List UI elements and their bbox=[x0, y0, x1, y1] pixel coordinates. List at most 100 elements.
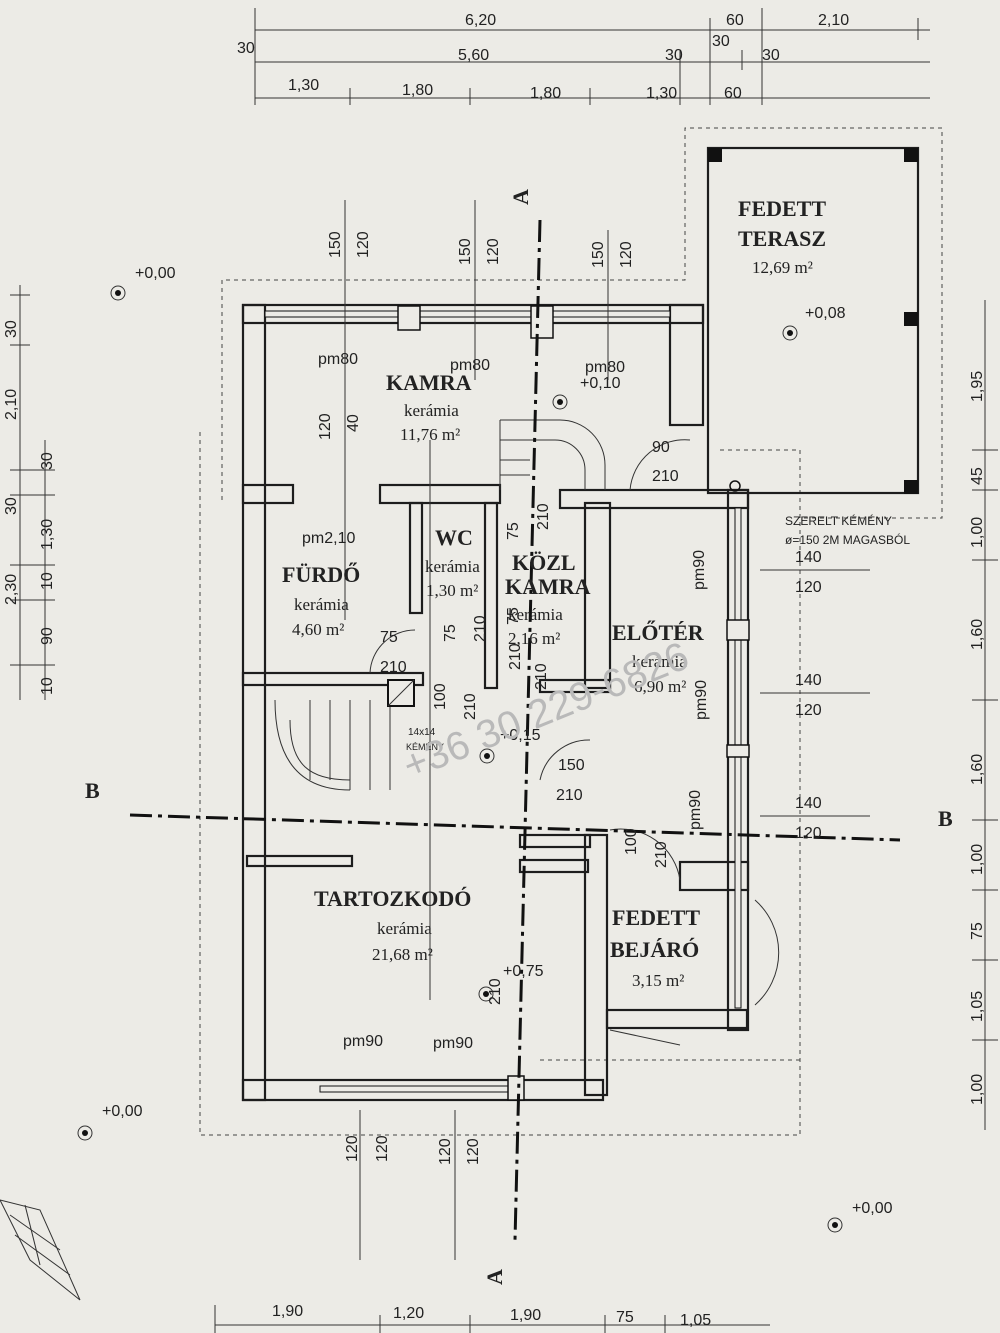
room-furdo-name: FÜRDŐ bbox=[282, 562, 360, 587]
bottom-dim-5: 1,05 bbox=[680, 1312, 711, 1329]
terrace-outline bbox=[706, 146, 920, 495]
level-markers bbox=[77, 285, 843, 1233]
bottom-dim-3: 1,90 bbox=[510, 1307, 541, 1324]
room-tartozkodo-material: kerámia bbox=[377, 919, 432, 938]
room-wc-name: WC bbox=[435, 525, 473, 550]
top-dim-10: 1,80 bbox=[402, 82, 433, 99]
top-dim-2: 60 bbox=[726, 12, 744, 29]
door-dim-5: 75 bbox=[505, 522, 522, 540]
left-dim-5: 30 bbox=[3, 497, 20, 515]
door-dim-19: 100 bbox=[623, 828, 640, 855]
door-dim-16: 210 bbox=[556, 787, 583, 804]
door-dim-17: 150 bbox=[558, 757, 585, 774]
room-tartozkodo-name: TARTOZKODÓ bbox=[314, 886, 471, 911]
win-height-right-2: 120 bbox=[795, 579, 822, 596]
room-terasz-area: 12,69 m² bbox=[752, 258, 813, 277]
win-height-top-6: 120 bbox=[618, 241, 635, 268]
chimney-small-2: KÉMÉNY bbox=[406, 742, 444, 752]
room-furdo: FÜRDŐ kerámia 4,60 m² bbox=[282, 562, 360, 639]
win-height-right-4: 120 bbox=[795, 702, 822, 719]
bottom-dim-4: 75 bbox=[616, 1309, 634, 1326]
left-dim-9: 2,30 bbox=[3, 574, 20, 605]
room-kozl-name-2: KAMRA bbox=[505, 574, 591, 599]
win-height-top-2: 120 bbox=[355, 231, 372, 258]
right-dim-1: 1,95 bbox=[969, 371, 986, 402]
top-dimension-lines: 6,20 60 2,10 30 5,60 30 30 30 1,30 1,80 … bbox=[237, 8, 930, 105]
room-furdo-area: 4,60 m² bbox=[292, 620, 344, 639]
room-kozl-area: 2,16 m² bbox=[508, 629, 560, 648]
win-height-right-6: 120 bbox=[795, 825, 822, 842]
top-dim-1: 6,20 bbox=[465, 12, 496, 29]
left-dimension-lines: 30 2,10 30 1,30 30 10 90 10 2,30 bbox=[3, 285, 56, 700]
tartozkodo-window-1: pm90 bbox=[343, 1033, 383, 1050]
level-4: +0,08 bbox=[805, 305, 846, 322]
right-dim-6: 1,00 bbox=[969, 844, 986, 875]
room-terasz-name-2: TERASZ bbox=[738, 226, 826, 251]
chimney-label-2: ø=150 2M MAGASBÓL bbox=[785, 532, 910, 547]
win-height-right-1: 140 bbox=[795, 549, 822, 566]
chimney-small-1: 14x14 bbox=[408, 727, 436, 738]
room-eloter-material: kerámia bbox=[632, 652, 687, 671]
room-terasz-name-1: FEDETT bbox=[738, 196, 826, 221]
windows bbox=[264, 305, 750, 1101]
room-kozl-material: kerámia bbox=[508, 605, 563, 624]
room-wc-area: 1,30 m² bbox=[426, 581, 478, 600]
win-height-bottom-1: 120 bbox=[344, 1135, 361, 1162]
kamra-window-3: pm80 bbox=[585, 359, 625, 376]
room-kozl-name-1: KÖZL bbox=[512, 550, 576, 575]
bottom-dim-1: 1,90 bbox=[272, 1303, 303, 1320]
door-dim-14: 210 bbox=[462, 693, 479, 720]
win-height-right-3: 140 bbox=[795, 672, 822, 689]
furdo-window: pm2,10 bbox=[302, 530, 355, 547]
door-dim-2: 40 bbox=[345, 414, 362, 432]
room-wc-material: kerámia bbox=[425, 557, 480, 576]
bottom-dimension-line: 1,90 1,20 1,90 75 1,05 bbox=[214, 1303, 770, 1333]
level-2: +0,00 bbox=[102, 1103, 143, 1120]
door-dim-18: 210 bbox=[653, 841, 670, 868]
level-5: +0,10 bbox=[580, 375, 621, 392]
exterior-walls bbox=[241, 303, 750, 1102]
room-kamra-area: 11,76 m² bbox=[400, 425, 460, 444]
door-dim-4: 210 bbox=[652, 468, 679, 485]
win-height-right-5: 140 bbox=[795, 795, 822, 812]
top-dim-5: 5,60 bbox=[458, 47, 489, 64]
window-height-lines bbox=[344, 200, 870, 1260]
left-dim-6: 10 bbox=[39, 572, 56, 590]
door-dim-6: 210 bbox=[535, 503, 552, 530]
door-dim-11: 210 bbox=[507, 643, 524, 670]
room-kamra-material: kerámia bbox=[404, 401, 459, 420]
room-bejaro-name-1: FEDETT bbox=[612, 905, 700, 930]
room-eloter: ELŐTÉR kerámia 6,90 m² bbox=[612, 620, 705, 696]
door-dim-8: 210 bbox=[380, 659, 407, 676]
room-tartozkodo: TARTOZKODÓ kerámia 21,68 m² bbox=[314, 886, 471, 964]
door-dim-3: 90 bbox=[652, 439, 670, 456]
left-dim-4: 1,30 bbox=[39, 519, 56, 550]
right-dim-5: 1,60 bbox=[969, 754, 986, 785]
eloter-window-3: pm90 bbox=[687, 790, 704, 830]
tartozkodo-window-2: pm90 bbox=[433, 1035, 473, 1052]
kamra-window-1: pm80 bbox=[318, 351, 358, 368]
right-dimension-lines: 1,95 45 1,00 1,60 1,60 1,00 75 1,05 1,00 bbox=[969, 300, 998, 1130]
right-dim-3: 1,00 bbox=[969, 517, 986, 548]
room-kamra: KAMRA kerámia 11,76 m² bbox=[386, 370, 472, 444]
door-dim-1: 120 bbox=[317, 413, 334, 440]
level-7: +0,75 bbox=[503, 963, 544, 980]
room-eloter-name: ELŐTÉR bbox=[612, 620, 705, 645]
eloter-window-2: pm90 bbox=[693, 680, 710, 720]
win-height-bottom-4: 120 bbox=[465, 1138, 482, 1165]
door-dim-20: 210 bbox=[487, 978, 504, 1005]
room-kamra-name: KAMRA bbox=[386, 370, 472, 395]
door-dim-12: 75 bbox=[505, 607, 522, 625]
room-wc: WC kerámia 1,30 m² bbox=[425, 525, 480, 600]
win-height-top-1: 150 bbox=[327, 231, 344, 258]
left-dim-1: 30 bbox=[3, 320, 20, 338]
win-height-top-3: 150 bbox=[457, 238, 474, 265]
left-dim-7: 90 bbox=[39, 627, 56, 645]
top-dim-8: 30 bbox=[762, 47, 780, 64]
top-dim-4: 30 bbox=[237, 40, 255, 57]
hatched-symbol bbox=[0, 1199, 81, 1301]
door-dim-7: 75 bbox=[380, 629, 398, 646]
room-fedett-bejaro: FEDETT BEJÁRÓ 3,15 m² bbox=[610, 905, 700, 990]
level-3: +0,00 bbox=[852, 1200, 893, 1217]
